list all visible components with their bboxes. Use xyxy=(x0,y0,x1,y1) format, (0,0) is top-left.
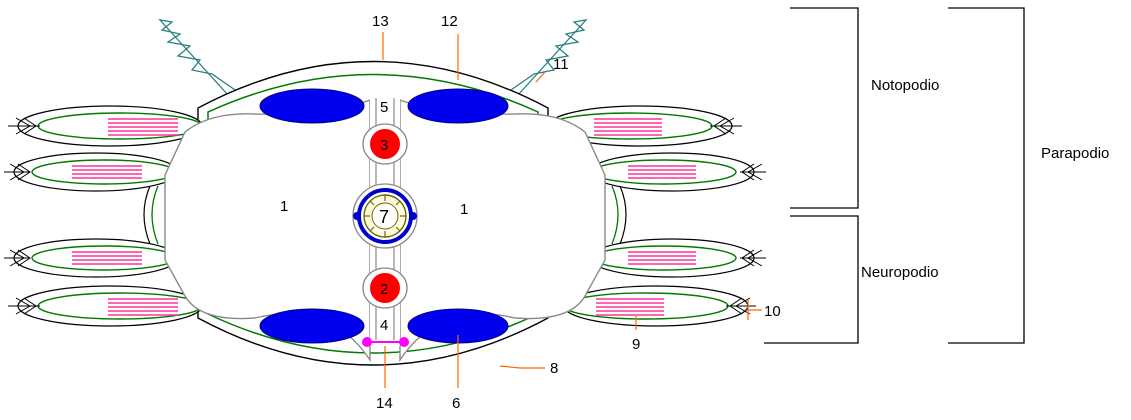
notopodio-label: Notopodio xyxy=(871,77,939,94)
left-parapodia xyxy=(4,105,203,327)
leader-lines xyxy=(382,32,762,388)
label-3: 3 xyxy=(380,137,388,154)
notopodio-bracket xyxy=(790,7,859,209)
dorsal-right-muscle xyxy=(407,88,509,124)
label-1-right: 1 xyxy=(460,201,468,218)
dorsal-left-muscle xyxy=(259,88,365,124)
label-2: 2 xyxy=(380,281,388,298)
gut xyxy=(352,183,418,249)
label-8: 8 xyxy=(550,360,558,377)
label-5: 5 xyxy=(380,99,388,116)
right-chaetae xyxy=(594,118,696,316)
parapodio-bracket xyxy=(948,7,1025,344)
label-7: 7 xyxy=(379,207,389,227)
right-parapodia xyxy=(547,105,766,327)
left-chaetae xyxy=(72,118,178,316)
ventral-vessel xyxy=(362,267,408,309)
label-13: 13 xyxy=(372,13,389,30)
right-gill xyxy=(507,19,588,96)
label-12: 12 xyxy=(441,13,458,30)
neuropodio-bracket xyxy=(764,215,859,344)
label-14: 14 xyxy=(376,395,393,412)
brackets xyxy=(764,7,1025,344)
label-4: 4 xyxy=(380,317,388,334)
ventral-left-muscle xyxy=(259,308,365,344)
muscle-blocks xyxy=(259,88,509,344)
label-9: 9 xyxy=(632,336,640,353)
label-6: 6 xyxy=(452,395,460,412)
nephridia xyxy=(362,337,409,347)
dorsal-vessel xyxy=(362,123,408,165)
parapodio-label: Parapodio xyxy=(1041,145,1109,162)
left-gill xyxy=(158,19,239,96)
label-10: 10 xyxy=(764,303,781,320)
label-1-left: 1 xyxy=(280,198,288,215)
label-11: 11 xyxy=(553,56,569,73)
neuropodio-label: Neuropodio xyxy=(861,264,939,281)
